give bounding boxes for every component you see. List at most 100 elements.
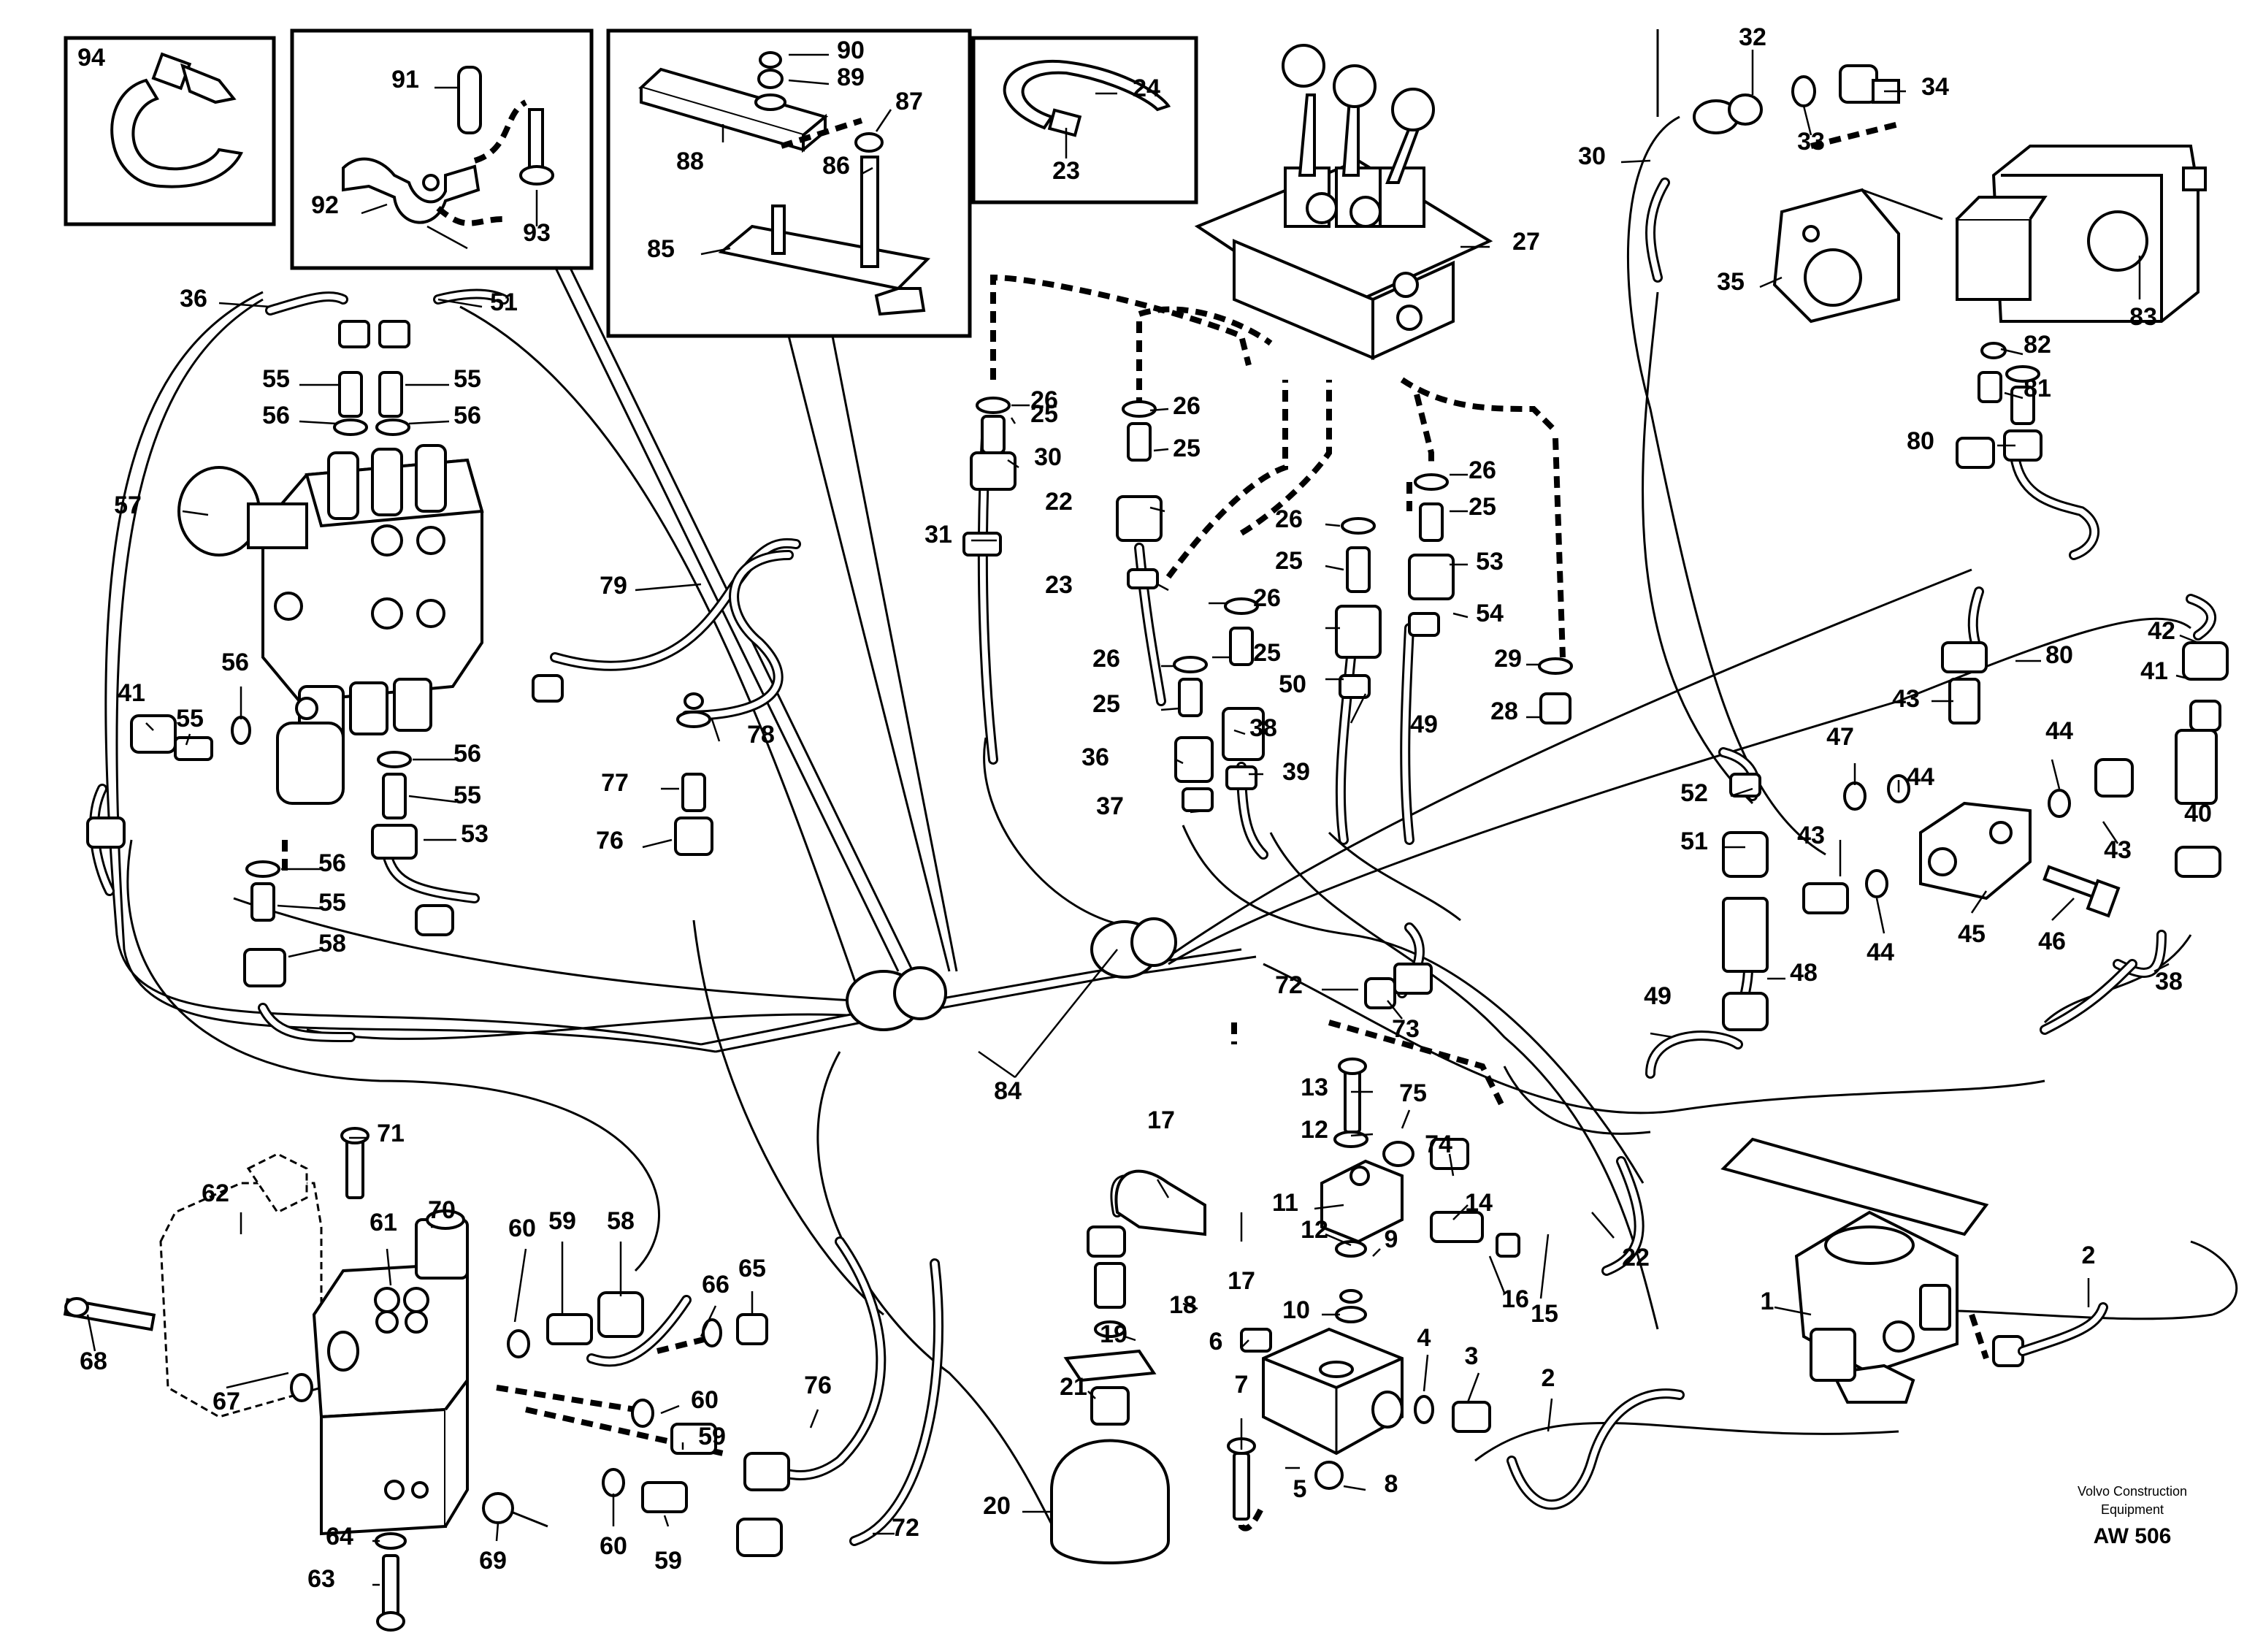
callout-c26b: 26 (1173, 392, 1201, 420)
callout-c29: 29 (1494, 645, 1522, 673)
callout-c48: 48 (1790, 959, 1818, 987)
callout-c3: 3 (1465, 1342, 1479, 1370)
callout-c84: 84 (994, 1077, 1022, 1105)
callout-c88: 88 (676, 148, 704, 175)
joystick-control (1194, 44, 1493, 361)
block-11 (1320, 963, 1520, 1258)
callout-c85: 85 (647, 235, 675, 263)
callout-c13: 13 (1301, 1074, 1328, 1101)
callout-c81: 81 (2024, 375, 2051, 402)
callout-c32: 32 (1739, 23, 1766, 51)
valve-unit-83 (1956, 145, 2207, 323)
callout-c21: 21 (1060, 1373, 1087, 1401)
callout-c56b: 56 (453, 402, 481, 429)
callout-c83: 83 (2129, 303, 2157, 331)
callout-c79: 79 (600, 572, 627, 600)
callout-c37: 37 (1096, 792, 1124, 820)
clamp-part (342, 66, 554, 226)
callout-c34: 34 (1921, 73, 1949, 101)
callout-c5: 5 (1293, 1475, 1307, 1503)
callout-c60c: 60 (600, 1532, 627, 1560)
callout-c26c: 26 (1092, 645, 1120, 673)
callout-c49b: 49 (1644, 982, 1672, 1010)
callout-c92: 92 (311, 191, 339, 219)
callout-c39: 39 (1282, 758, 1310, 786)
callout-c49a: 49 (1410, 711, 1438, 738)
callout-c24: 24 (1133, 74, 1160, 102)
callout-c26e: 26 (1275, 505, 1303, 533)
callout-c18: 18 (1169, 1291, 1197, 1319)
callout-c71: 71 (377, 1120, 405, 1147)
callout-c72b: 72 (892, 1514, 919, 1542)
callout-c11: 11 (1272, 1189, 1298, 1217)
inset-frame-cable-tie (971, 36, 1198, 204)
callout-c59c: 59 (654, 1547, 682, 1575)
callout-c16: 16 (1501, 1285, 1529, 1313)
callout-c89: 89 (837, 64, 865, 91)
callout-c77: 77 (601, 769, 629, 797)
callout-c43c: 43 (2104, 836, 2132, 864)
callout-c8: 8 (1385, 1470, 1398, 1498)
callout-c25b: 25 (1173, 435, 1201, 462)
callout-c38b: 38 (2155, 968, 2183, 995)
callout-c12b: 12 (1301, 1216, 1328, 1244)
callout-c23b: 23 (1045, 571, 1073, 599)
valve-block-45 (1802, 758, 2134, 918)
callout-c25e: 25 (1275, 547, 1303, 575)
cable-tie-part (1003, 59, 1171, 137)
callout-c1: 1 (1761, 1288, 1774, 1315)
callout-c68: 68 (80, 1347, 107, 1375)
callout-c80a: 80 (1907, 427, 1934, 455)
callout-c33: 33 (1797, 128, 1825, 156)
callout-c25c: 25 (1092, 690, 1120, 718)
fittings-48-52 (1722, 773, 1769, 1031)
callout-c27: 27 (1512, 228, 1540, 256)
callout-c52: 52 (1680, 779, 1708, 807)
control-valve (177, 444, 484, 805)
callout-c25a: 25 (1030, 400, 1058, 428)
callout-c61: 61 (370, 1209, 397, 1236)
callout-c22a: 22 (1045, 488, 1073, 516)
callout-c4: 4 (1417, 1324, 1431, 1352)
callout-c30b: 30 (1034, 443, 1062, 471)
callout-c19: 19 (1100, 1320, 1128, 1348)
callout-c56d: 56 (453, 740, 481, 768)
callout-c2b: 2 (2082, 1242, 2096, 1269)
mounting-bracket-part (638, 51, 931, 316)
callout-c30a: 30 (1578, 142, 1606, 170)
callout-c55a: 55 (262, 365, 290, 393)
callout-c6: 6 (1209, 1328, 1223, 1355)
callout-c78: 78 (747, 721, 775, 749)
callout-c36a: 36 (180, 285, 207, 313)
callout-c2a: 2 (1542, 1364, 1555, 1392)
callout-c56e: 56 (318, 849, 346, 877)
callout-c43a: 43 (1892, 685, 1920, 713)
callout-c22b: 22 (1622, 1244, 1650, 1271)
callout-c82: 82 (2024, 331, 2051, 359)
callout-c72a: 72 (1275, 971, 1303, 999)
callout-c67: 67 (213, 1388, 240, 1415)
callout-c64: 64 (326, 1523, 353, 1550)
callout-c43b: 43 (1797, 822, 1825, 849)
callout-c93: 93 (523, 219, 551, 247)
callout-c44b: 44 (2045, 717, 2073, 745)
callout-c20: 20 (983, 1492, 1011, 1520)
valve-block-5 (1227, 1289, 1491, 1521)
callout-c62: 62 (202, 1179, 229, 1207)
callout-c51b: 51 (1680, 827, 1708, 855)
callout-c60a: 60 (508, 1215, 536, 1242)
callout-c45: 45 (1958, 920, 1986, 948)
callout-c94: 94 (77, 44, 105, 72)
callout-c9: 9 (1385, 1225, 1398, 1253)
callout-c56c: 56 (221, 649, 249, 676)
callout-c70: 70 (428, 1196, 456, 1224)
callout-c26a: 26 (1030, 386, 1058, 414)
callout-c56a: 56 (262, 402, 290, 429)
callout-c63: 63 (307, 1565, 335, 1593)
credit-company-line1: Volvo Construction (2078, 1484, 2187, 1499)
callout-c55c: 55 (176, 705, 204, 733)
callout-c44a: 44 (1907, 763, 1934, 791)
callout-c91: 91 (391, 66, 419, 93)
